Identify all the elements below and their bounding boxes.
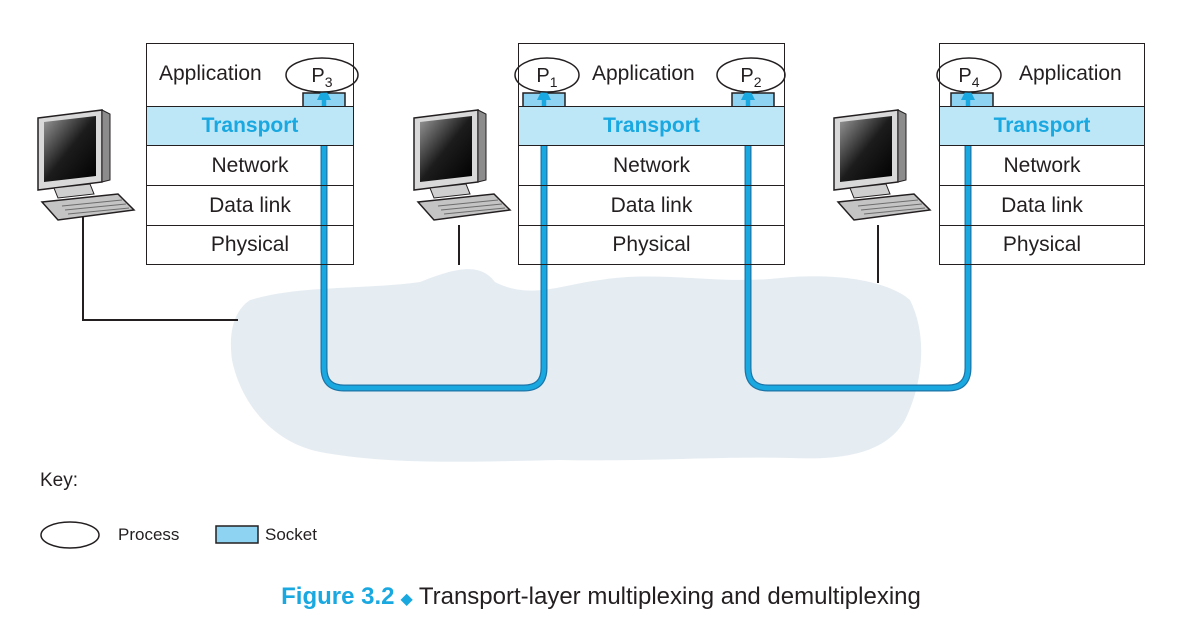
layer-physical: Physical bbox=[210, 233, 290, 256]
process-oval-p4: P4 bbox=[936, 57, 1002, 93]
layer-network: Network bbox=[147, 146, 353, 186]
layer-application: Application bbox=[592, 62, 695, 85]
legend-process-icon bbox=[40, 521, 100, 549]
layer-application: Application bbox=[1019, 62, 1122, 85]
computer-icon bbox=[413, 109, 512, 221]
legend-process-label: Process bbox=[118, 525, 180, 544]
caption-text: Transport-layer multiplexing and demulti… bbox=[418, 583, 921, 610]
process-oval-p1: P1 bbox=[514, 57, 580, 93]
computer-icon bbox=[37, 109, 136, 221]
svg-text:P4: P4 bbox=[958, 65, 979, 90]
process-oval-p2: P2 bbox=[716, 57, 786, 93]
host-3-stack: Application Transport Network Data link … bbox=[939, 43, 1145, 265]
legend-socket-label: Socket bbox=[265, 525, 317, 544]
network-cloud bbox=[230, 269, 922, 462]
layer-datalink: Data link bbox=[940, 186, 1144, 226]
svg-text:P3: P3 bbox=[311, 65, 332, 90]
layer-transport: Transport bbox=[147, 106, 353, 146]
key-title: Key: bbox=[40, 470, 79, 491]
computer-icon bbox=[833, 109, 932, 221]
layer-physical: Physical bbox=[612, 233, 691, 256]
diamond-icon: ◆ bbox=[400, 591, 413, 608]
figure-caption: Figure 3.2 ◆ Transport-layer multiplexing … bbox=[0, 583, 1202, 611]
layer-datalink: Data link bbox=[147, 186, 353, 226]
host-1-stack: Application Transport Network Data link … bbox=[146, 43, 354, 265]
layer-application: Application bbox=[159, 62, 262, 85]
process-oval-p3: P3 bbox=[285, 57, 359, 93]
layer-physical: Physical bbox=[1002, 233, 1082, 256]
layer-datalink: Data link bbox=[519, 186, 784, 226]
host-2-stack: Application Transport Network Data link … bbox=[518, 43, 785, 265]
legend-socket-icon bbox=[215, 525, 259, 544]
svg-text:P2: P2 bbox=[740, 65, 761, 90]
svg-text:P1: P1 bbox=[536, 65, 557, 90]
layer-transport: Transport bbox=[519, 106, 784, 146]
cable-host-1 bbox=[82, 215, 238, 321]
layer-network: Network bbox=[519, 146, 784, 186]
figure-number: Figure 3.2 bbox=[281, 583, 395, 610]
layer-network: Network bbox=[940, 146, 1144, 186]
layer-transport: Transport bbox=[940, 106, 1144, 146]
